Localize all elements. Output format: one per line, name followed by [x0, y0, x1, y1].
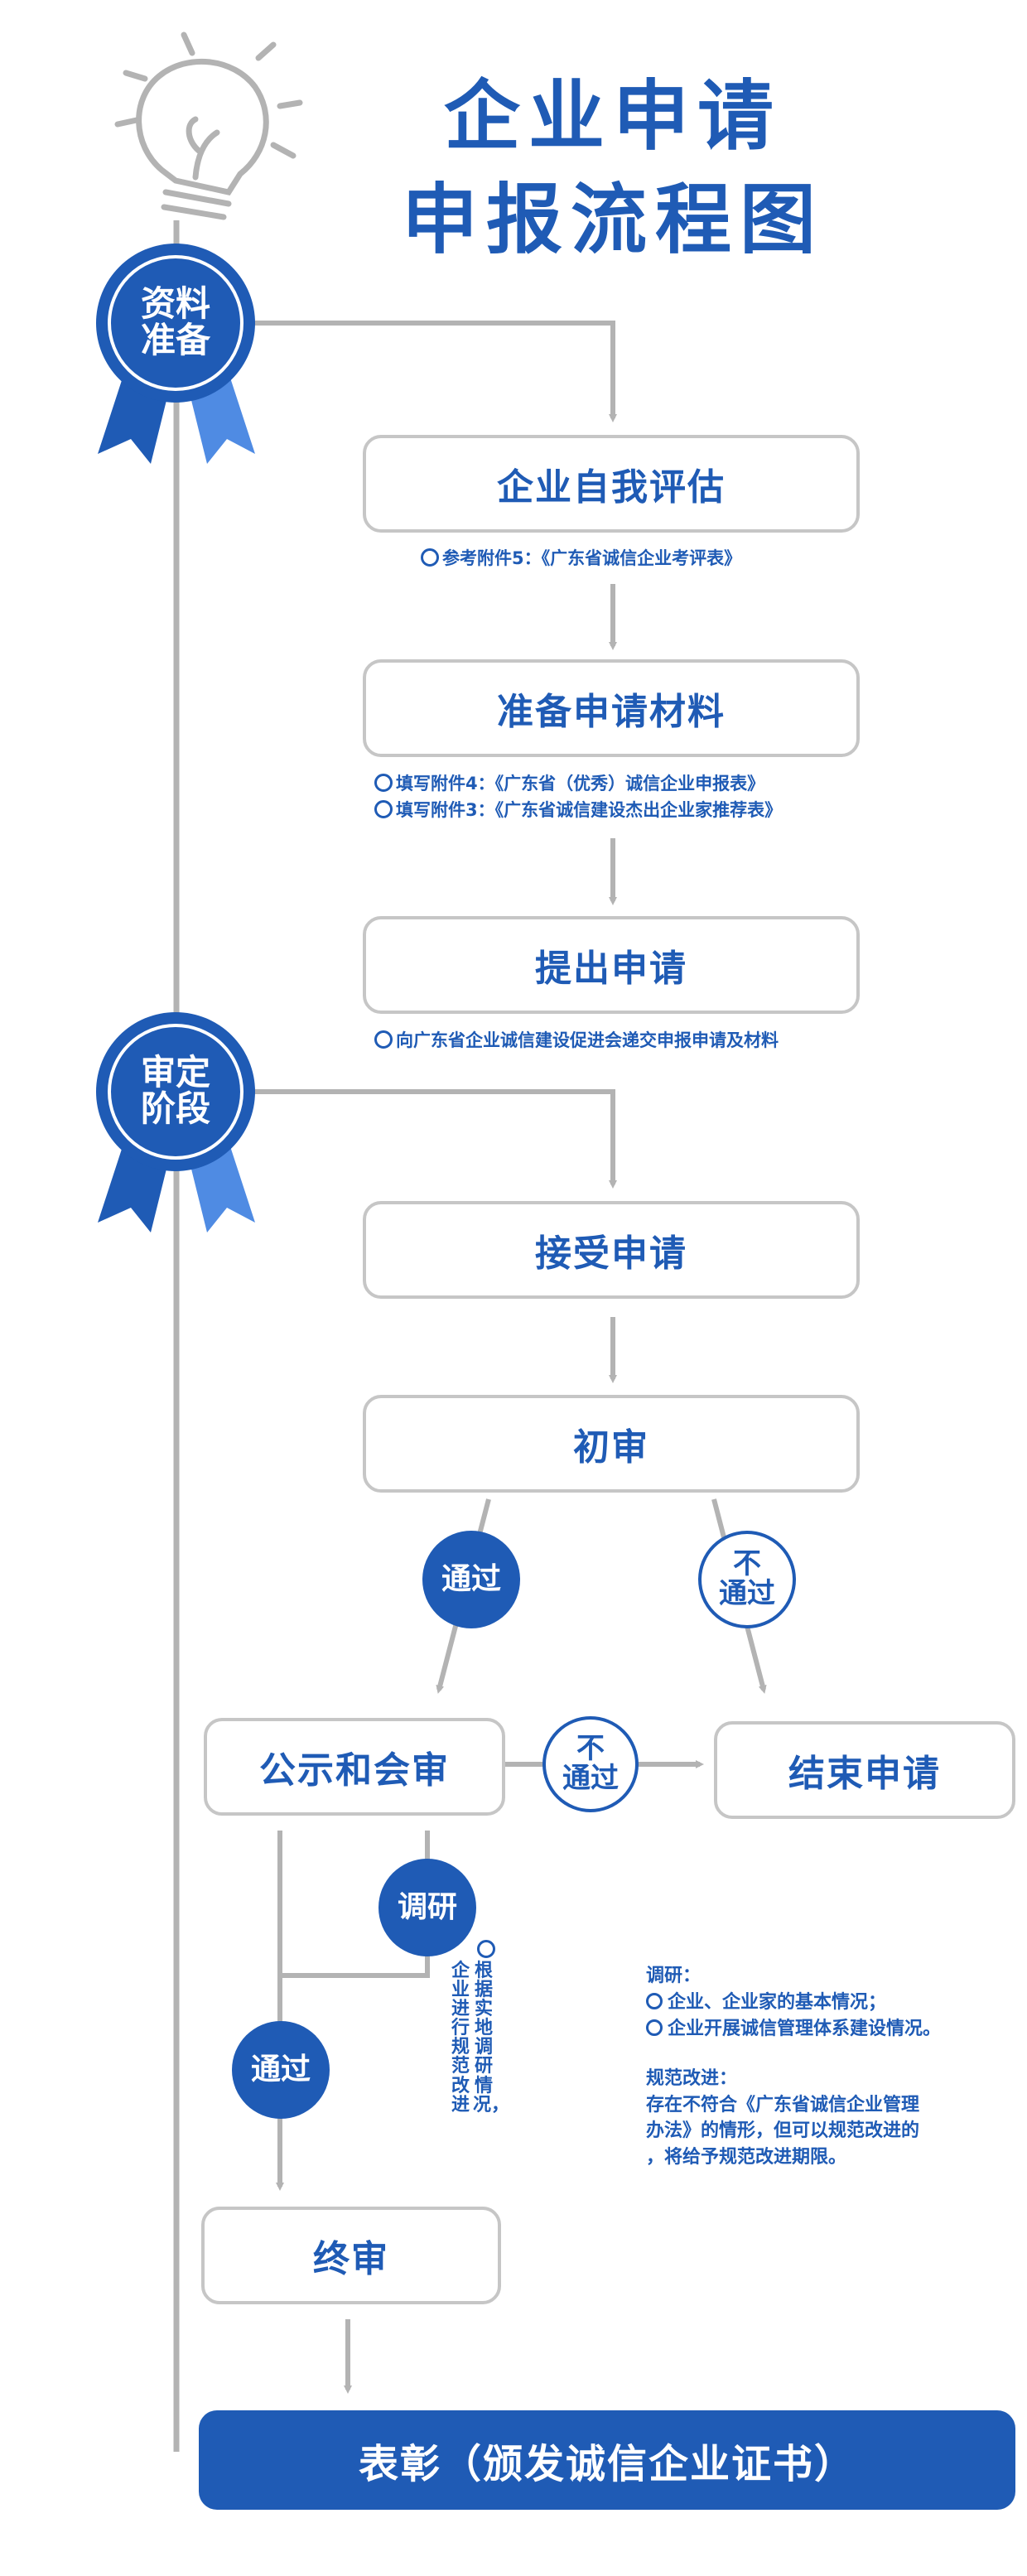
step-initial-review: 初审 [363, 1395, 860, 1493]
ribbon-badge-icon [96, 244, 255, 464]
vertical-note-bullet [477, 1940, 495, 1958]
step-accept: 接受申请 [363, 1201, 860, 1299]
step-final-review: 终审 [201, 2207, 501, 2304]
step-publicity: 公示和会审 [204, 1718, 505, 1816]
page-title-line2: 申报流程图 [401, 176, 824, 264]
page-title-line1: 企业申请 [443, 72, 782, 161]
note-submit-to: 向广东省企业诚信建设促进会递交申报申请及材料 [374, 1027, 779, 1052]
vertical-note-col2: 企业进行规范改进 [451, 1961, 470, 2115]
step-self-assess: 企业自我评估 [363, 435, 860, 533]
ribbon-badge-icon [96, 1012, 255, 1233]
stage-prepare-label: 资料 准备 [140, 283, 210, 361]
decision-pass-publicity: 通过 [232, 2021, 330, 2119]
side-notes: 调研： 企业、企业家的基本情况； 企业开展诚信管理体系建设情况。 规范改进： 存… [646, 1963, 941, 2171]
decision-fail-publicity: 不 通过 [542, 1716, 639, 1812]
vertical-note-col1: 根据实地调研情况， [473, 1961, 510, 2115]
step-prepare-materials: 准备申请材料 [363, 659, 860, 757]
decision-research: 调研 [378, 1859, 476, 1956]
step-commend: 表彰（颁发诚信企业证书） [199, 2410, 1015, 2510]
lightbulb-icon [114, 31, 303, 220]
step-submit: 提出申请 [363, 916, 860, 1014]
decision-fail-initial: 不 通过 [698, 1531, 796, 1628]
research-item-1: 企业、企业家的基本情况； [646, 1990, 941, 2016]
note-fill3: 填写附件3：《广东省诚信建设杰出企业家推荐表》 [374, 797, 782, 822]
research-item-2: 企业开展诚信管理体系建设情况。 [646, 2016, 941, 2043]
step-end: 结束申请 [714, 1721, 1015, 1819]
research-heading: 调研： [646, 1966, 702, 1986]
improve-text: 存在不符合《广东省诚信企业管理 办法》的情形，但可以规范改进的 ，将给予规范改进… [646, 2094, 920, 2168]
note-fill4: 填写附件4：《广东省（优秀）诚信企业申报表》 [374, 770, 764, 795]
stage-review-label: 审定 阶段 [140, 1052, 210, 1130]
note-ref5: 参考附件5：《广东省诚信企业考评表》 [421, 545, 741, 570]
improve-heading: 规范改进： [646, 2067, 738, 2089]
decision-pass-initial: 通过 [422, 1531, 520, 1628]
